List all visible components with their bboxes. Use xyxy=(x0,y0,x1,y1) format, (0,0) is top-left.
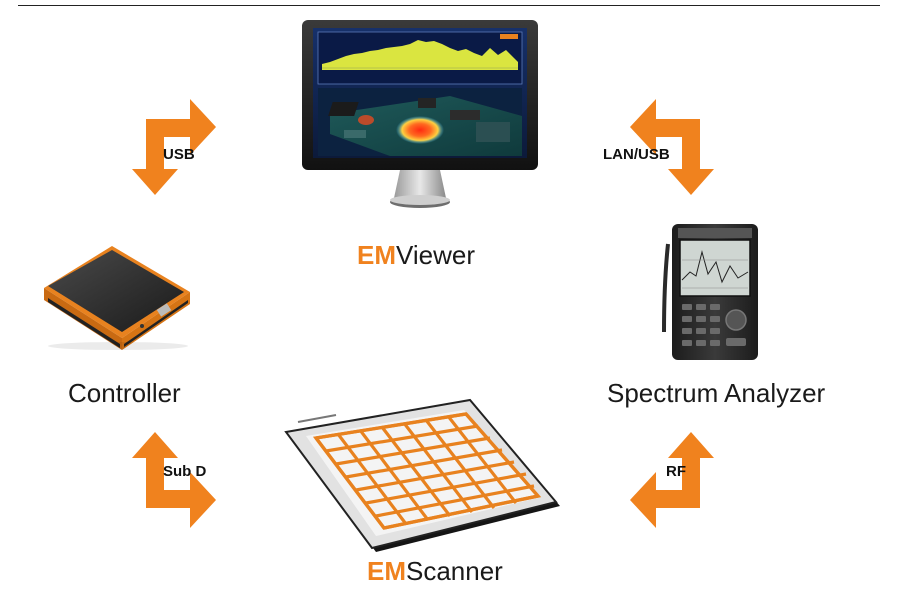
viewer-label-name: Viewer xyxy=(396,240,476,270)
viewer-label: EMViewer xyxy=(357,240,475,271)
scanner-board-icon xyxy=(284,398,560,552)
scanner-label-prefix: EM xyxy=(367,556,406,586)
usb-connector-arrow xyxy=(132,99,216,195)
analyzer-label: Spectrum Analyzer xyxy=(607,378,826,408)
lan-usb-link-label: LAN/USB xyxy=(603,146,670,163)
sub-d-connector-arrow xyxy=(132,432,216,528)
spectrum-analyzer-icon xyxy=(662,224,758,360)
scanner-label-name: Scanner xyxy=(406,556,503,586)
sub-d-link-label: Sub D xyxy=(163,463,207,480)
controller-label: Controller xyxy=(68,378,181,408)
rf-link-label: RF xyxy=(666,463,686,480)
lan-usb-connector-arrow xyxy=(630,99,714,195)
controller-box-icon xyxy=(44,246,190,350)
top-divider xyxy=(18,5,880,6)
rf-connector-arrow xyxy=(630,432,714,528)
usb-link-label: USB xyxy=(163,146,195,163)
viewer-label-prefix: EM xyxy=(357,240,396,270)
monitor-icon xyxy=(302,20,538,208)
scanner-label: EMScanner xyxy=(367,556,503,587)
